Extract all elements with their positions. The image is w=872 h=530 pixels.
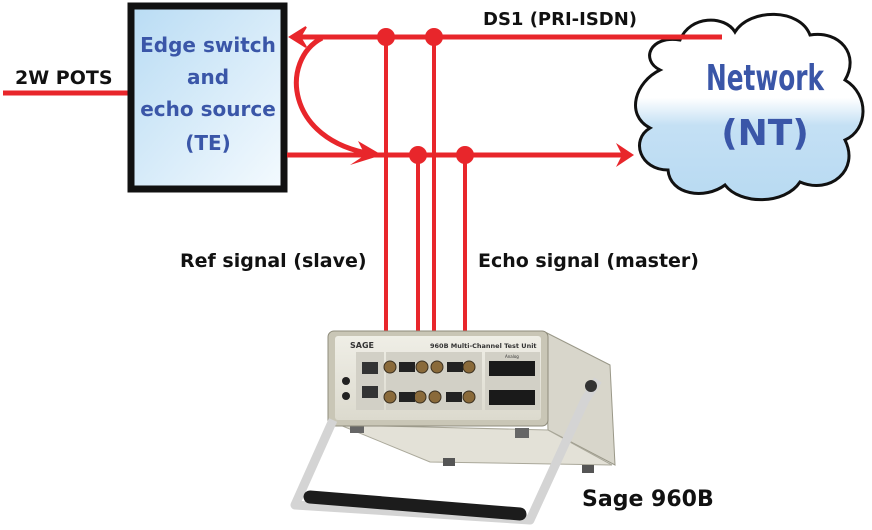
network-cloud: Network (NT) xyxy=(634,12,865,202)
edge-box-line-4: (TE) xyxy=(185,131,231,155)
echo-loop-curve xyxy=(293,35,373,157)
edge-switch-box: Edge switch and echo source (TE) xyxy=(127,2,288,193)
echo-signal-label: Echo signal (master) xyxy=(478,250,699,272)
sage-960b-device: SAGE 960B Multi-Channel Test Unit Analog xyxy=(290,330,616,525)
ds1-label: DS1 (PRI-ISDN) xyxy=(483,9,637,30)
edge-box-line-2: and xyxy=(187,65,229,89)
device-brand-logo: SAGE xyxy=(350,341,374,350)
junction-dot xyxy=(425,28,443,46)
echo-loop-arrowhead-icon xyxy=(350,141,382,165)
junction-dot xyxy=(456,146,474,164)
device-caption: Sage 960B xyxy=(582,487,714,512)
device-analog-label: Analog xyxy=(505,354,519,359)
arrowhead-to-box-icon xyxy=(288,26,307,48)
pots-label: 2W POTS xyxy=(15,67,113,89)
edge-box-line-1: Edge switch xyxy=(140,33,276,57)
tap-junction-dots xyxy=(377,28,474,164)
device-panel-title: 960B Multi-Channel Test Unit xyxy=(430,342,537,350)
network-nt-label: (NT) xyxy=(721,113,809,154)
edge-box-line-3: echo source xyxy=(140,97,276,121)
tap-lines xyxy=(384,37,467,355)
junction-dot xyxy=(377,28,395,46)
junction-dot xyxy=(409,146,427,164)
arrowhead-to-network-icon xyxy=(616,143,634,167)
ref-signal-label: Ref signal (slave) xyxy=(180,250,367,272)
carry-handle xyxy=(290,377,602,525)
network-label: Network xyxy=(706,58,825,99)
